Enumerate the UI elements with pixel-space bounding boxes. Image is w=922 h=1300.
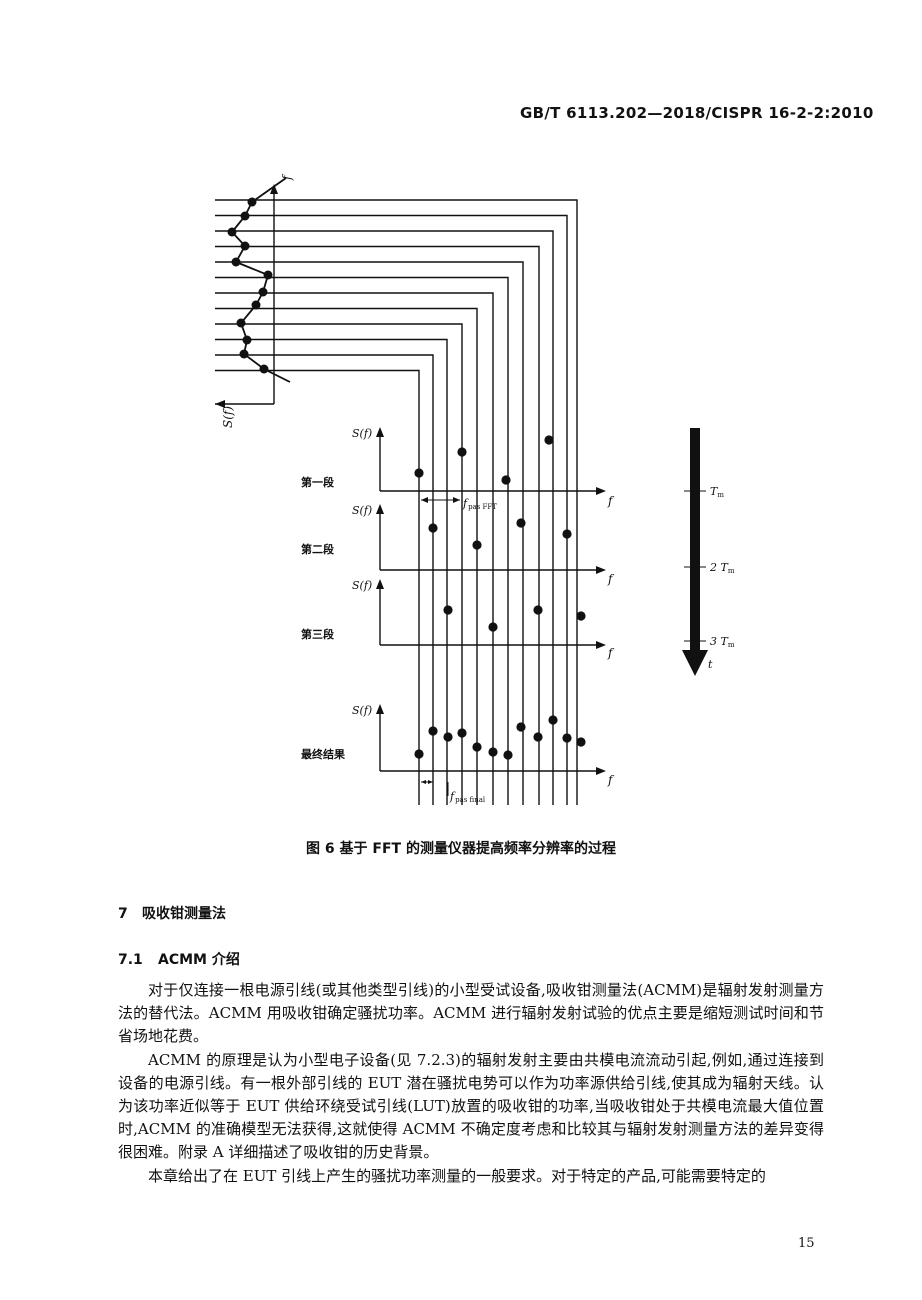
paragraph-1: 对于仅连接一根电源引线(或其他类型引线)的小型受试设备,吸收钳测量法(ACMM)… — [118, 981, 824, 1045]
stage-point — [472, 540, 482, 550]
stage-point — [516, 722, 526, 732]
time-axis-t-label: t — [708, 658, 713, 671]
top-sf-axis-label: S(f) — [221, 406, 235, 428]
stage-point — [562, 529, 572, 539]
time-arrow-head — [682, 650, 708, 676]
final-sf-label: S(f) — [352, 704, 372, 717]
stage-point — [443, 732, 453, 742]
top-sf-axis-arrow — [215, 400, 225, 408]
stage-f-axis-arrow — [596, 487, 606, 495]
final-result-label: 最终结果 — [301, 747, 345, 761]
page-number: 15 — [798, 1236, 815, 1251]
stage-point — [548, 715, 558, 725]
page-header-standard-id: GB/T 6113.202—2018/CISPR 16-2-2:2010 — [520, 104, 874, 122]
top-f-axis-label: f — [280, 173, 294, 181]
routing-line — [215, 354, 434, 805]
stage1-sf-label: S(f) — [352, 427, 372, 440]
stage-point — [501, 475, 511, 485]
f-pas-fft-label: fpas FFT — [462, 497, 497, 511]
stage-point — [457, 447, 467, 457]
routing-line — [215, 245, 540, 805]
stage-point — [472, 742, 482, 752]
stage-point — [576, 737, 586, 747]
routing-line — [215, 307, 478, 805]
fft-resolution-diagram: f S(f) S(f) 第一段 f fpas FFT S(f) 第二段 f S(… — [215, 173, 735, 805]
spectrum-point — [247, 197, 257, 207]
stage-sf-axis-arrow — [376, 704, 384, 714]
stage-sf-axis-arrow — [376, 579, 384, 589]
routing-line — [215, 292, 494, 805]
f-pas-final-label: fpas final — [449, 790, 486, 804]
stage-f-axis-arrow — [596, 767, 606, 775]
time-arrow-shaft — [690, 428, 700, 650]
routing-line — [215, 338, 448, 805]
spectrum-point — [231, 257, 241, 267]
section-7-1-heading: 7.1 ACMM 介绍 — [118, 949, 240, 969]
spectrum-point — [263, 270, 273, 280]
stage-point — [443, 605, 453, 615]
stage-point — [503, 750, 513, 760]
routing-line — [215, 261, 524, 805]
stage-sf-axis-arrow — [376, 504, 384, 514]
spectrum-point — [227, 227, 237, 237]
stage-point — [457, 728, 467, 738]
stage3-label: 第三段 — [301, 627, 334, 641]
stage-sf-axis-arrow — [376, 427, 384, 437]
routing-line — [215, 199, 578, 805]
f-pas-final-arrow-left — [421, 780, 426, 784]
stage-point — [488, 622, 498, 632]
section-7-1-number: 7.1 — [118, 952, 143, 968]
stage3-f-label: f — [607, 646, 615, 660]
spectrum-point — [239, 349, 249, 359]
top-f-axis-arrow — [270, 184, 278, 194]
paragraph-2: ACMM 的原理是认为小型电子设备(见 7.2.3)的辐射发射主要由共模电流流动… — [118, 1051, 824, 1161]
paragraph-3: 本章给出了在 EUT 引线上产生的骚扰功率测量的一般要求。对于特定的产品,可能需… — [148, 1167, 766, 1185]
stage-f-axis-arrow — [596, 641, 606, 649]
stage-point — [516, 518, 526, 528]
stage-f-axis-arrow — [596, 566, 606, 574]
stage-point — [428, 726, 438, 736]
routing-line — [215, 369, 420, 805]
section-7-number: 7 — [118, 906, 128, 922]
stage-point — [428, 523, 438, 533]
stage-point — [414, 749, 424, 759]
stage2-sf-label: S(f) — [352, 504, 372, 517]
f-pas-final-arrow-right — [428, 780, 433, 784]
spectrum-point — [259, 364, 269, 374]
stage-point — [533, 732, 543, 742]
stage-point — [488, 747, 498, 757]
spectrum-point — [236, 318, 246, 328]
routing-line — [215, 323, 463, 805]
routing-line — [215, 276, 509, 805]
stage-point — [576, 611, 586, 621]
stage2-f-label: f — [607, 572, 615, 586]
time-label-2: 2 Tm — [709, 561, 735, 575]
stage3-sf-label: S(f) — [352, 579, 372, 592]
stage-point — [544, 435, 554, 445]
stage-point — [414, 468, 424, 478]
final-f-label: f — [607, 773, 615, 787]
spectrum-point — [240, 211, 250, 221]
spectrum-point — [242, 335, 252, 345]
section-7-1-title: ACMM 介绍 — [158, 952, 240, 968]
spectrum-point — [251, 300, 261, 310]
section-7-title: 吸收钳测量法 — [142, 906, 226, 922]
time-label-1: Tm — [710, 485, 724, 499]
spectrum-point — [258, 287, 268, 297]
figure-caption: 图 6 基于 FFT 的测量仪器提高频率分辨率的过程 — [306, 841, 616, 857]
f-pas-fft-arrow-right — [453, 497, 460, 503]
stage1-label: 第一段 — [301, 475, 334, 489]
routing-line — [215, 214, 568, 805]
spectrum-point — [240, 241, 250, 251]
section-7-heading: 7 吸收钳测量法 — [118, 903, 226, 923]
stage-point — [533, 605, 543, 615]
routing-line — [215, 230, 554, 805]
time-label-3: 3 Tm — [710, 635, 735, 649]
f-pas-fft-arrow-left — [421, 497, 428, 503]
stage2-label: 第二段 — [301, 542, 334, 556]
stage1-f-label: f — [607, 494, 615, 508]
stage-point — [562, 733, 572, 743]
